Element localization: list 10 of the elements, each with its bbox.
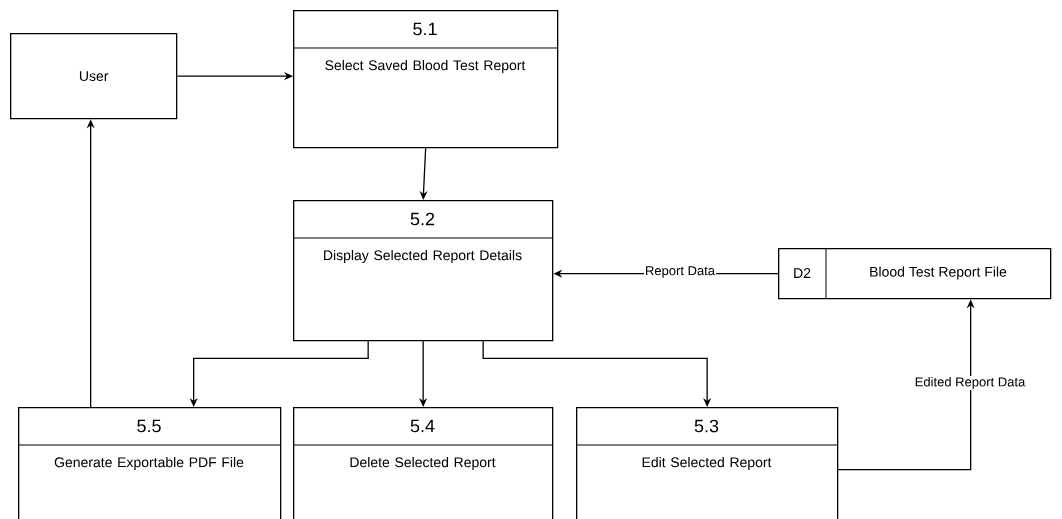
process-box: 5.3 Edit Selected Report xyxy=(575,407,839,519)
data-store-box: D2 Blood Test Report File xyxy=(778,247,1052,300)
process-box: 5.5 Generate Exportable PDF File xyxy=(17,407,282,519)
process-box: 5.2 Display Selected Report Details xyxy=(292,200,554,342)
process-box: 5.1 Select Saved Blood Test Report xyxy=(292,10,559,149)
process-box: 5.4 Delete Selected Report xyxy=(292,407,554,519)
arrow xyxy=(482,340,712,407)
entity-box: User xyxy=(10,33,178,120)
edge-label: Report Data xyxy=(643,265,717,279)
edge-label: Edited Report Data xyxy=(913,375,1027,391)
